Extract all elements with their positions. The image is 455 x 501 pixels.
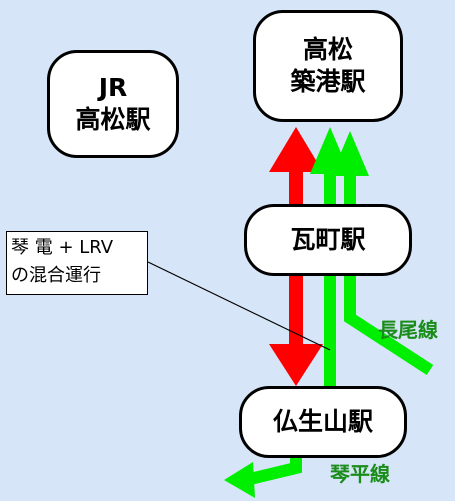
station-kawaramachi: 瓦町駅 [244,204,412,276]
nagao-route [331,131,434,376]
station-label: 高松駅 [75,105,151,134]
nagao-branch [344,276,434,376]
red-arrowhead-lower [269,344,323,386]
note-line-1: 琴 電 + LRV [11,237,114,258]
station-jr-takamatsu: JR 高松駅 [47,50,179,158]
mixed-operation-note: 琴 電 + LRV の混合運行 [6,231,148,295]
note-leader-line [147,261,331,351]
station-label: 高松 [302,35,353,64]
station-label: 瓦町駅 [290,225,366,254]
station-takamatsu-chikko: 高松 築港駅 [253,10,403,122]
station-busshozan: 仏生山駅 [239,386,407,458]
kotohira-arrowhead [224,462,255,498]
station-label: 仏生山駅 [272,407,373,436]
kotohira-line-label: 琴平線 [330,462,390,486]
note-line-2: の混合運行 [11,265,101,286]
station-label: JR [98,73,128,102]
nagao-line-label: 長尾線 [378,318,438,342]
red-arrowhead-upper [269,127,323,172]
nagao-arrowhead-upper [331,131,369,176]
station-label: 築港駅 [290,67,366,96]
mixed-route-arrows [269,127,323,386]
kotohira-branch [244,458,302,486]
